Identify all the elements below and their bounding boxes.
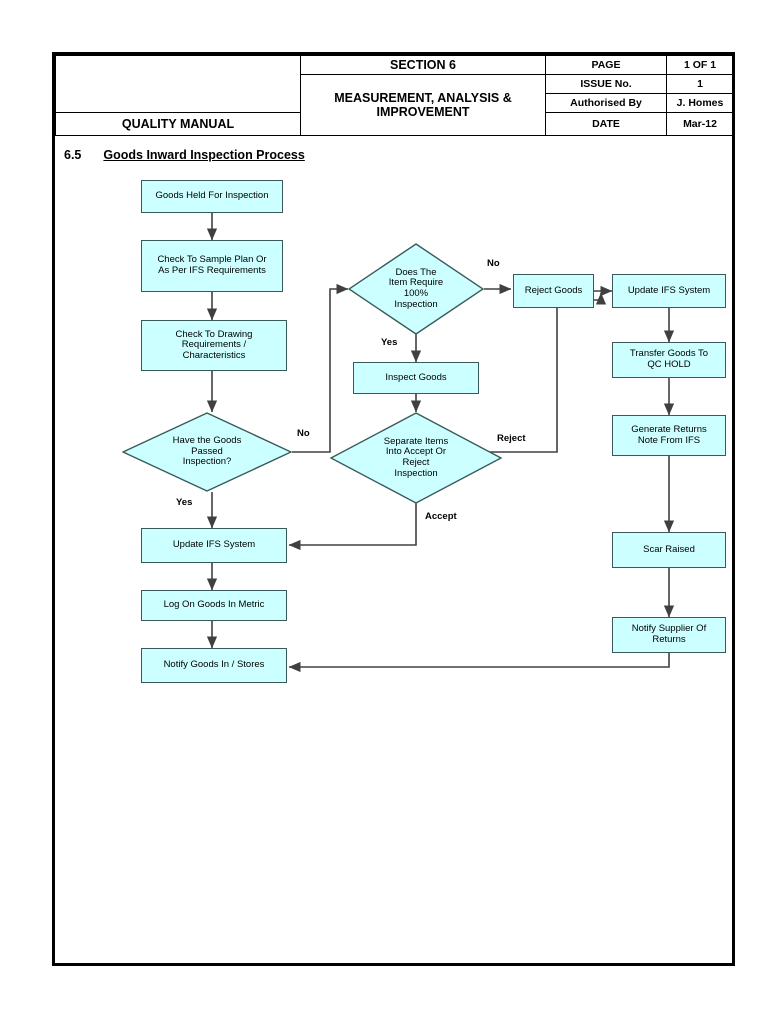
flow-node-generate-returns[interactable]: Generate Returns Note From IFS bbox=[612, 415, 726, 456]
diamond-shape bbox=[348, 243, 484, 335]
flow-node-label: Does The Item Require 100% Inspection bbox=[388, 266, 444, 310]
flow-node-notify-supplier[interactable]: Notify Supplier Of Returns bbox=[612, 617, 726, 653]
flow-node-label: Log On Goods In Metric bbox=[163, 599, 265, 611]
edge-label-separate-accept: Accept bbox=[425, 511, 457, 522]
flow-node-label: Update IFS System bbox=[627, 284, 711, 296]
flow-node-update-ifs-left[interactable]: Update IFS System bbox=[141, 528, 287, 563]
header-section-label: SECTION 6 bbox=[300, 55, 546, 75]
flow-node-scar-raised[interactable]: Scar Raised bbox=[612, 532, 726, 568]
flow-node-label: Update IFS System bbox=[172, 539, 256, 551]
diamond-shape bbox=[330, 412, 502, 504]
header-meta-label-3: DATE bbox=[545, 112, 667, 136]
flow-node-check-drawing[interactable]: Check To Drawing Requirements / Characte… bbox=[141, 320, 287, 371]
flow-node-label: Notify Supplier Of Returns bbox=[631, 623, 707, 645]
flow-node-label: Scar Raised bbox=[643, 543, 695, 555]
section-number: 6.5 bbox=[64, 148, 82, 162]
edge-label-passed-no: No bbox=[297, 428, 310, 439]
edge-label-require-no: No bbox=[487, 258, 500, 269]
header-manual-label: QUALITY MANUAL bbox=[55, 112, 301, 136]
edge-label-passed-yes: Yes bbox=[176, 497, 193, 508]
flow-node-inspect-goods[interactable]: Inspect Goods bbox=[353, 362, 479, 394]
flow-node-goods-passed[interactable]: Have the Goods Passed Inspection? bbox=[122, 412, 292, 492]
flow-node-label: Have the Goods Passed Inspection? bbox=[172, 435, 242, 468]
flow-node-notify-goods-in[interactable]: Notify Goods In / Stores bbox=[141, 648, 287, 683]
flow-node-label: Reject Goods bbox=[524, 284, 583, 296]
edge-label-require-yes: Yes bbox=[381, 337, 398, 348]
document-header-table: SECTION 6 PAGE 1 OF 1 MEASUREMENT, ANALY… bbox=[55, 55, 734, 136]
flow-node-label: Transfer Goods To QC HOLD bbox=[629, 348, 709, 370]
flow-node-require-100[interactable]: Does The Item Require 100% Inspection bbox=[348, 243, 484, 335]
header-document-title: MEASUREMENT, ANALYSIS & IMPROVEMENT bbox=[300, 74, 546, 136]
flow-node-update-ifs-right[interactable]: Update IFS System bbox=[612, 274, 726, 308]
flow-node-separate-items[interactable]: Separate Items Into Accept Or Reject Ins… bbox=[330, 412, 502, 504]
diamond-shape bbox=[122, 412, 292, 492]
flow-node-label: Inspect Goods bbox=[385, 371, 447, 383]
flow-node-reject-goods[interactable]: Reject Goods bbox=[513, 274, 594, 308]
edge-label-separate-reject: Reject bbox=[497, 433, 526, 444]
flow-node-label: Check To Drawing Requirements / Characte… bbox=[175, 328, 253, 361]
section-heading: 6.5 Goods Inward Inspection Process bbox=[64, 148, 305, 162]
section-title: Goods Inward Inspection Process bbox=[103, 148, 305, 162]
flow-node-check-sample-plan[interactable]: Check To Sample Plan Or As Per IFS Requi… bbox=[141, 240, 283, 292]
flow-node-log-goods-metric[interactable]: Log On Goods In Metric bbox=[141, 590, 287, 621]
flow-node-label: Goods Held For Inspection bbox=[155, 190, 269, 202]
flow-node-label: Check To Sample Plan Or As Per IFS Requi… bbox=[157, 254, 267, 276]
flow-node-label: Separate Items Into Accept Or Reject Ins… bbox=[383, 435, 449, 479]
flow-node-goods-held[interactable]: Goods Held For Inspection bbox=[141, 180, 283, 213]
flow-node-label: Notify Goods In / Stores bbox=[163, 659, 265, 671]
header-meta-value-3: Mar-12 bbox=[666, 112, 734, 136]
flow-node-transfer-qc-hold[interactable]: Transfer Goods To QC HOLD bbox=[612, 342, 726, 378]
header-meta-value-2: J. Homes bbox=[666, 93, 734, 113]
flow-node-label: Generate Returns Note From IFS bbox=[631, 423, 707, 446]
header-meta-value-0: 1 OF 1 bbox=[666, 55, 734, 75]
